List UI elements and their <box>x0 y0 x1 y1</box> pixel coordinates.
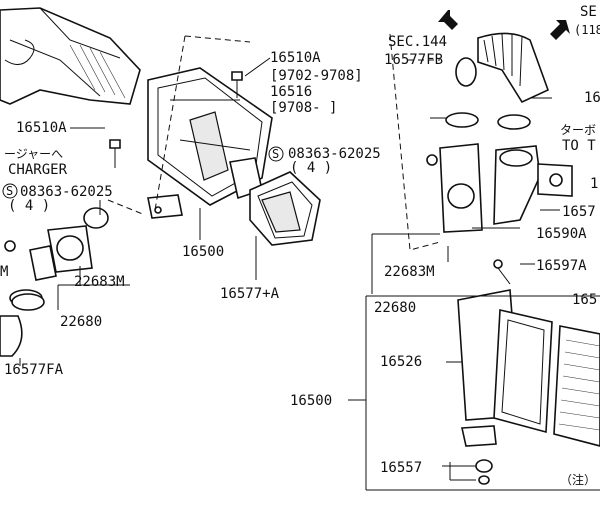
label-sec144: SEC.144 <box>388 34 447 50</box>
label-screw-left-qty: ( 4 ) <box>8 198 50 214</box>
label-date-1: [9702-9708] <box>270 68 363 84</box>
label-22680-left: 22680 <box>60 314 102 330</box>
label-charger: CHARGER <box>8 162 68 178</box>
label-to-t: TO T <box>562 138 596 154</box>
label-16526: 16526 <box>380 354 422 370</box>
label-jp-turbo: ターボ <box>560 123 596 137</box>
label-1-fragment: 1 <box>590 176 598 192</box>
label-22683m-left: 22683M <box>74 274 125 290</box>
label-16516: 16516 <box>270 84 312 100</box>
svg-text:S: S <box>272 147 279 161</box>
label-se-fragment: SE <box>580 4 597 20</box>
label-22680-right: 22680 <box>374 300 416 316</box>
svg-text:S: S <box>6 184 13 198</box>
label-16500-right: 16500 <box>290 393 332 409</box>
screw-symbol-icon: S S <box>2 146 284 199</box>
label-16500-mid: 16500 <box>182 244 224 260</box>
label-16590a: 16590A <box>536 226 587 242</box>
label-16597a: 16597A <box>536 258 587 274</box>
clamp-left <box>0 289 45 357</box>
label-m-fragment: M <box>0 264 8 280</box>
air-cleaner-housing-upper <box>147 67 273 206</box>
flange-left <box>4 207 109 281</box>
label-16510a-top: 16510A <box>270 50 321 66</box>
resonator-duct-center <box>249 171 321 246</box>
gasket-right <box>537 163 573 197</box>
air-filter-box-right <box>457 259 600 485</box>
label-se-sub-fragment: (118 <box>574 23 600 37</box>
label-16-fragment: 16 <box>584 90 600 106</box>
label-16577a: 16577+A <box>220 286 280 302</box>
filter-hatch <box>558 339 600 431</box>
arrow-up-right-icon <box>550 20 570 40</box>
label-1657-fragment: 1657 <box>562 204 596 220</box>
label-date-2: [9708- ] <box>270 100 337 116</box>
bracket-center <box>147 194 183 219</box>
inlet-hose-right <box>455 32 550 104</box>
label-16510a-left: 16510A <box>16 120 67 136</box>
label-jp-charger: ージャーへ <box>4 147 63 161</box>
label-note: （注） <box>560 472 596 487</box>
flange-right <box>426 143 541 233</box>
bolt-icon <box>109 71 243 168</box>
label-screw-left: 08363-62025 <box>20 184 113 200</box>
label-22683m-right: 22683M <box>384 264 435 280</box>
label-screw-mid-qty: ( 4 ) <box>290 160 332 176</box>
label-16577fa: 16577FA <box>4 362 64 378</box>
label-16577fb: 16577FB <box>384 52 443 68</box>
clamps-right <box>445 112 531 130</box>
leader-lines <box>19 57 600 491</box>
inlet-duct-left <box>0 7 141 105</box>
label-16557: 16557 <box>380 460 422 476</box>
arrow-up-left-icon <box>438 10 458 30</box>
label-165-fragment: 165 <box>572 292 597 308</box>
label-screw-mid: 08363-62025 <box>288 146 381 162</box>
